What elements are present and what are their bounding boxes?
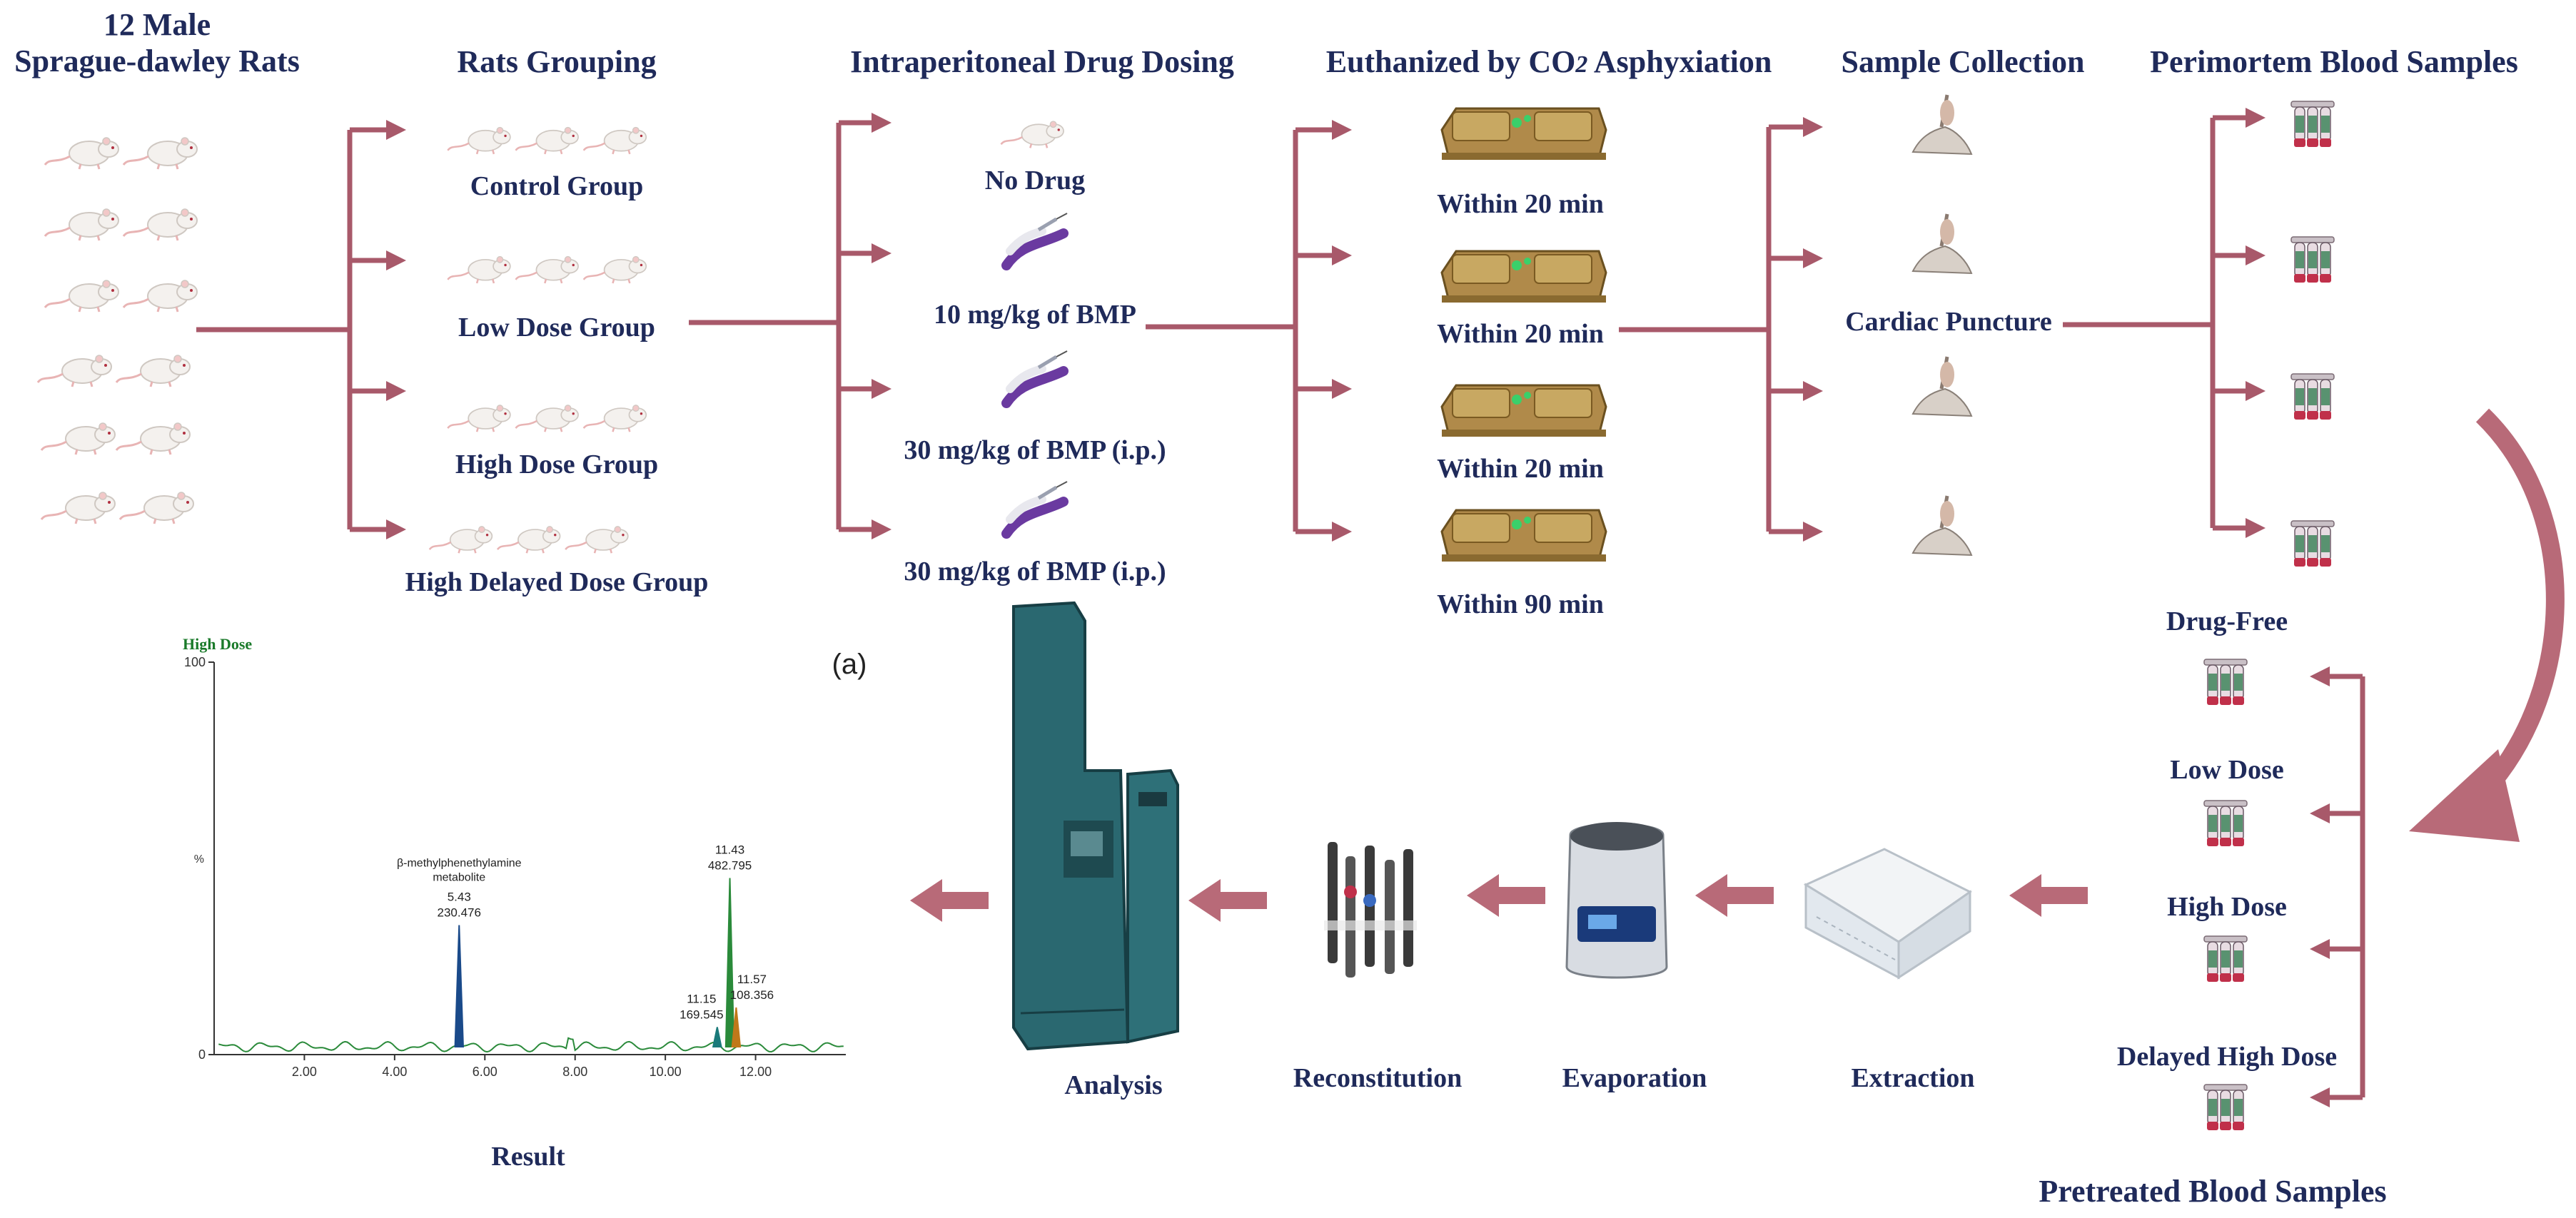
- chart-y-mid-label: %: [194, 853, 204, 866]
- pretreated-label-delayed-high: Delayed High Dose: [2116, 1042, 2338, 1072]
- time-label-0: Within 20 min: [1437, 189, 1604, 219]
- connector-groups-to-dosing: [689, 113, 892, 539]
- rats-header: 12 Male Sprague-dawley Rats: [14, 7, 300, 78]
- result-label: Result: [491, 1142, 565, 1172]
- group-label-low: Low Dose Group: [458, 313, 655, 342]
- time-label-3: Within 90 min: [1437, 589, 1604, 619]
- dose-label-1: 10 mg/kg of BMP: [934, 300, 1136, 330]
- euthanized-header-sub: 2: [1575, 51, 1588, 78]
- perimortem-tube-icons: [2291, 101, 2334, 567]
- step-label-extraction: Extraction: [1851, 1063, 1975, 1093]
- chart-peak-rt-label: 11.43: [715, 843, 744, 857]
- panel-label: (a): [832, 649, 867, 680]
- chart-x-tick-label: 8.00: [562, 1065, 587, 1079]
- chart-peak-area-label: 169.545: [680, 1008, 723, 1022]
- chart-peak-area-label: 482.795: [708, 859, 752, 873]
- connector-dosing-to-euthanasia: [1146, 120, 1352, 542]
- step-label-analysis: Analysis: [1064, 1070, 1163, 1100]
- chart-y-tick-label: 100: [184, 655, 206, 669]
- grouping-header: Rats Grouping: [457, 44, 657, 79]
- connector-euthanasia-to-collection: [1619, 117, 1823, 542]
- pretreated-header: Pretreated Blood Samples: [2039, 1174, 2387, 1209]
- extraction-plate-icon: [1803, 848, 1972, 980]
- dose-label-2: 30 mg/kg of BMP (i.p.): [904, 435, 1166, 465]
- chart-peak-rt-label: 5.43: [448, 890, 471, 904]
- chart-x-tick-label: 10.00: [650, 1065, 682, 1079]
- dosing-header: Intraperitoneal Drug Dosing: [850, 44, 1234, 79]
- sample-collection-header: Sample Collection: [1841, 44, 2085, 79]
- chart-peak-rt-label: 11.57: [737, 973, 767, 986]
- pretreated-label-drug-free: Drug-Free: [2166, 607, 2288, 636]
- chart-baseline-trace: [218, 1037, 844, 1053]
- chart-peak-1: [712, 1027, 722, 1047]
- chart-x-tick-label: 6.00: [473, 1065, 497, 1079]
- time-label-1: Within 20 min: [1437, 319, 1604, 349]
- time-label-2: Within 20 min: [1437, 454, 1604, 484]
- step-label-evaporation: Evaporation: [1562, 1063, 1707, 1093]
- connector-collection-to-perimortem: [2063, 108, 2266, 538]
- lc-ms-instrument-icon: [1012, 601, 1179, 1051]
- chart-peak-rt-label: 11.15: [687, 993, 716, 1006]
- dose-label-3: 30 mg/kg of BMP (i.p.): [904, 557, 1166, 587]
- chart-peak-0: [454, 925, 464, 1047]
- pretreated-label-low: Low Dose: [2170, 755, 2284, 785]
- evaporator-icon: [1565, 822, 1668, 979]
- chart-peak-area-label: 230.476: [438, 906, 481, 920]
- group-label-high-delayed: High Delayed Dose Group: [405, 567, 709, 597]
- chart-peak-name-label: metabolite: [433, 872, 485, 884]
- chart-peak-3: [731, 1007, 742, 1047]
- euthanized-header: Euthanized by CO2 Asphyxiation: [1299, 44, 1799, 81]
- chromatogram-chart: 0 100% 2.00 4.00 6.00 8.00 10.00 12.00 5.43 230.4…: [184, 655, 846, 1079]
- cardiac-puncture-label: Cardiac Puncture: [1845, 307, 2052, 337]
- vials-icon: [1324, 842, 1417, 978]
- chart-title: High Dose: [183, 635, 253, 653]
- chart-x-tick-label: 12.00: [739, 1065, 772, 1079]
- connector-pretreated-bracket: [2310, 666, 2365, 1107]
- chart-peak-area-label: 108.356: [730, 988, 774, 1002]
- curved-arrow: [2409, 408, 2565, 842]
- group-label-high: High Dose Group: [455, 450, 659, 479]
- euthanized-header-suffix: Asphyxiation: [1587, 44, 1772, 79]
- pretreated-label-high: High Dose: [2167, 892, 2287, 922]
- step-label-reconstitution: Reconstitution: [1293, 1063, 1463, 1093]
- perimortem-header: Perimortem Blood Samples: [2150, 44, 2518, 79]
- chart-y-tick-label: 0: [198, 1047, 206, 1062]
- euthanized-header-prefix: Euthanized by CO: [1325, 44, 1576, 79]
- connector-rats-to-groups: [196, 120, 406, 539]
- rats-icons: [36, 136, 198, 525]
- chart-peak-2: [724, 878, 735, 1047]
- group-label-control: Control Group: [470, 171, 644, 201]
- dose-label-0: No Drug: [984, 166, 1086, 196]
- chart-peak-name-label: β-methylphenethylamine: [397, 858, 522, 870]
- chart-x-tick-label: 2.00: [292, 1065, 317, 1079]
- chart-x-tick-label: 4.00: [382, 1065, 407, 1079]
